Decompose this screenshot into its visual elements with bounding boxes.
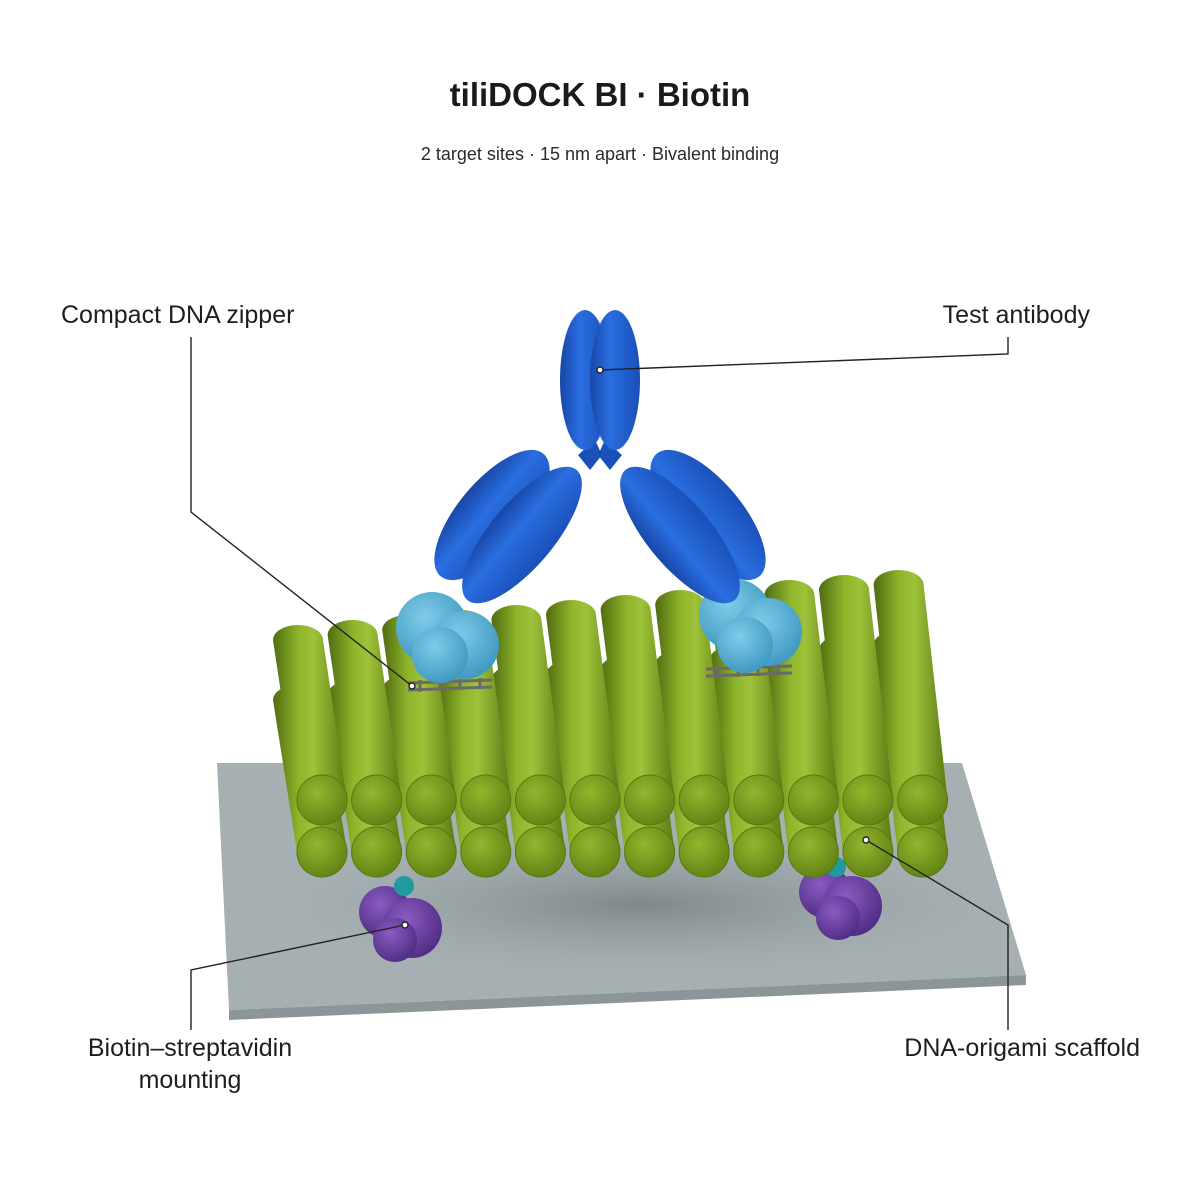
scaffold-helix-top-12: [873, 570, 949, 826]
antibody-arm-left-inner: [462, 466, 582, 604]
label-mounting-line2: mounting: [138, 1066, 242, 1094]
streptavidin-left: [359, 876, 442, 962]
antigen-right: [699, 579, 802, 673]
antibody-arm-right-outer: [650, 449, 766, 581]
scaffold-helix-top-2: [327, 620, 403, 826]
label-mounting-line1: Biotin–streptavidin: [87, 1034, 293, 1062]
page-subtitle: 2 target sites · 15 nm apart · Bivalent …: [420, 144, 780, 164]
label-biotin-streptavidin-mounting: Biotin–streptavidin mounting: [40, 1032, 340, 1096]
leader-antibody: [599, 337, 1009, 371]
scaffold-helix-top-6: [546, 600, 621, 826]
label-test-antibody: Test antibody: [942, 301, 1090, 329]
scaffold-helix-top-3: [382, 615, 457, 826]
scaffold-helix-top-8: [655, 590, 730, 826]
antibody-arm-left-outer: [434, 449, 550, 581]
page-title: tiliDOCK BI · Biotin: [449, 76, 751, 113]
glass-surface-edge: [229, 975, 1026, 1020]
leader-lines: [190, 337, 1009, 1030]
label-dna-origami-scaffold: DNA-origami scaffold: [904, 1034, 1140, 1062]
label-compact-dna-zipper: Compact DNA zipper: [61, 301, 295, 329]
antigen-left: [396, 592, 499, 683]
leader-zipper: [190, 337, 413, 687]
scaffold-helix-top-7: [600, 595, 676, 826]
antibody-arm-right-inner: [620, 466, 740, 604]
scaffold-helix-top-5: [491, 605, 566, 826]
test-antibody: [434, 310, 766, 604]
scaffold-helix-top-11: [819, 575, 894, 826]
antibody-fc-right: [590, 310, 640, 450]
dna-zipper-left: [407, 678, 493, 692]
leader-scaffold: [865, 839, 1009, 1030]
streptavidin-right: [799, 857, 882, 940]
scaffold-helix-top-1: [273, 625, 348, 826]
biotin-left: [394, 876, 414, 896]
leader-mounting: [190, 924, 406, 1030]
